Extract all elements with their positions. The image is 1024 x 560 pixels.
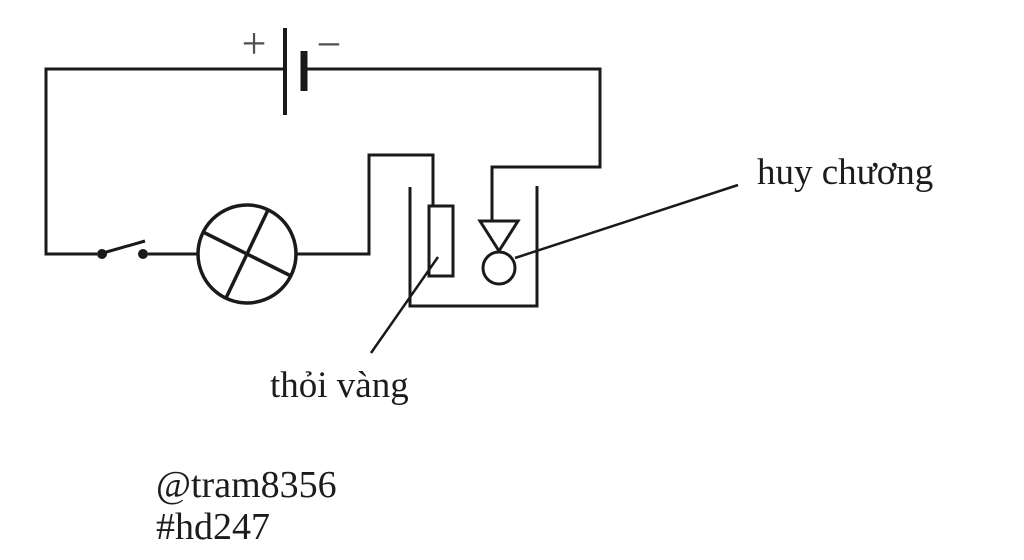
medal-pointer-line [514,183,739,260]
switch-open [97,239,198,259]
lamp-cross-line-2 [224,209,270,299]
switch-right-contact [138,249,148,259]
lamp-symbol [196,203,298,305]
gold-bar-pointer-line [369,256,440,354]
switch-left-contact [97,249,107,259]
medal-disc [481,250,517,286]
battery-negative-sign: − [317,20,342,69]
switch-lever [102,239,146,255]
medal-hanger-triangle [477,219,521,254]
watermark-hashtag: #hd247 [156,506,270,548]
watermark-handle: @tram8356 [156,464,337,506]
electrolysis-tank [408,186,539,308]
battery-symbol: + − [242,19,342,115]
medal-label: huy chương [757,152,933,193]
gold-bar-electrode [427,204,455,278]
battery-positive-sign: + [242,19,267,68]
medal-electrode [477,219,521,286]
wire-battery-negative-to-medal [304,67,602,221]
wire-battery-positive-to-switch [44,67,285,256]
wire-lamp-to-gold-bar [296,153,435,256]
gold-bar-label: thỏi vàng [270,365,409,406]
